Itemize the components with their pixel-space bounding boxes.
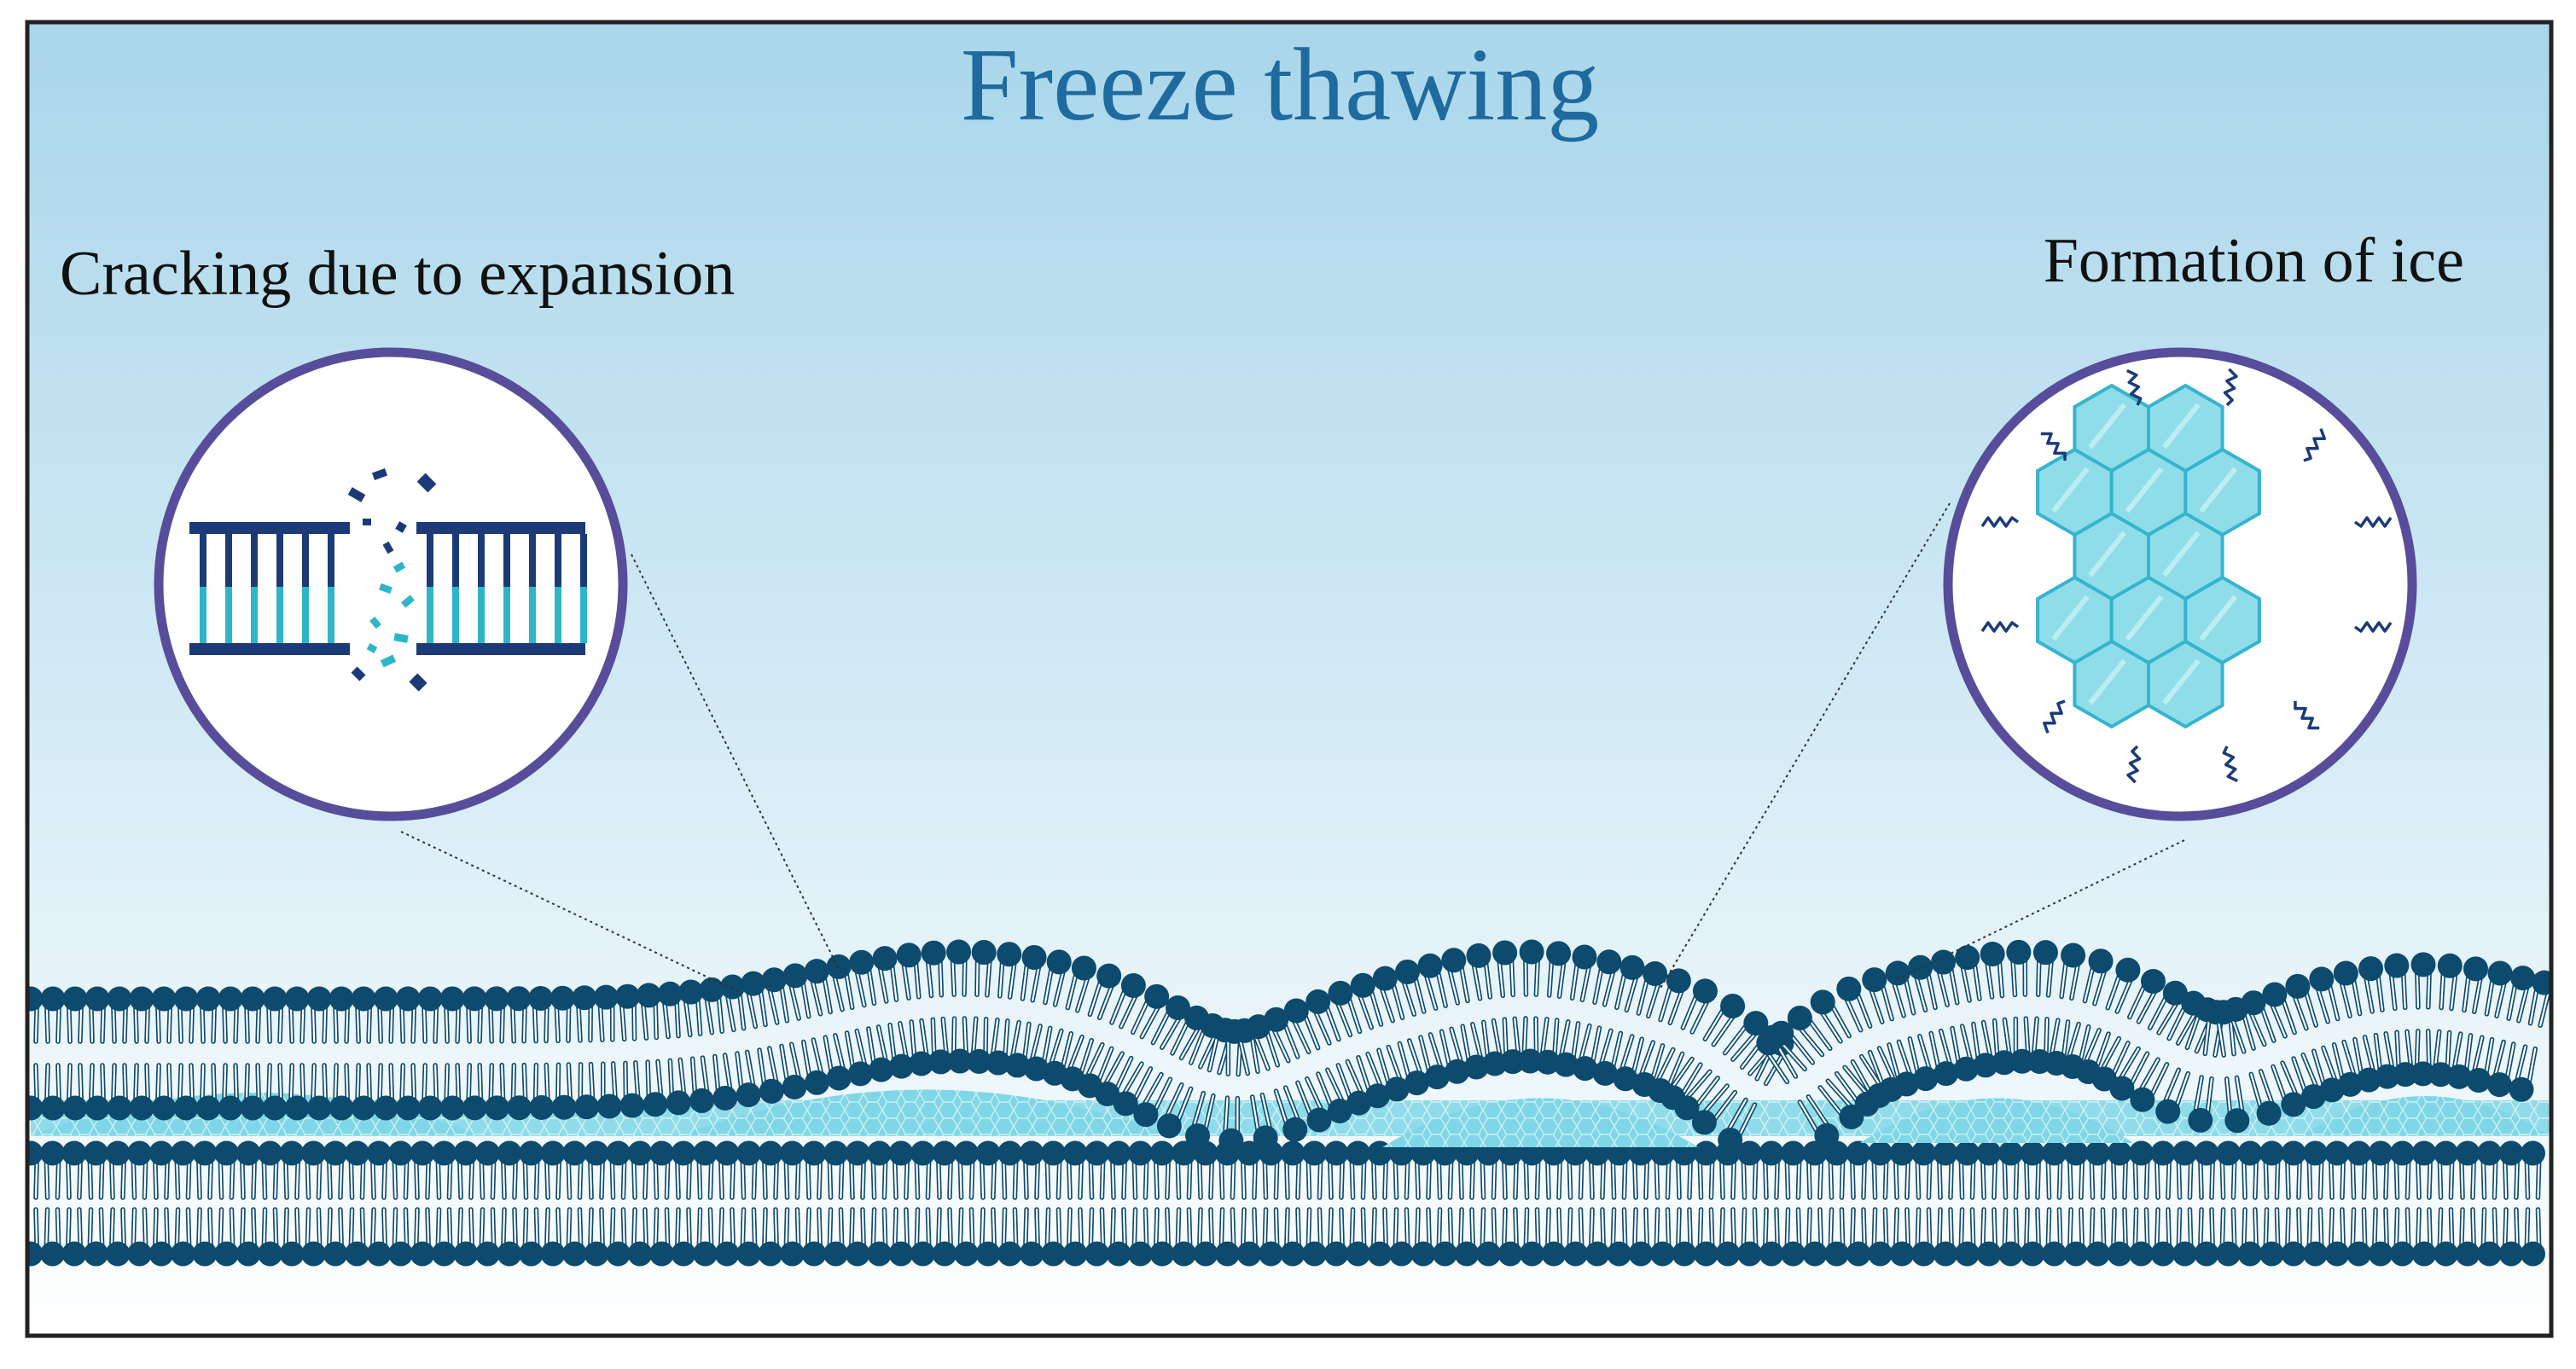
cracking-label: Cracking due to expansion xyxy=(60,239,735,309)
bilayer-rung-teal xyxy=(580,587,587,643)
bilayer-rung-dark xyxy=(555,534,561,587)
bilayer-rung-dark xyxy=(276,534,283,587)
bilayer-rung-teal xyxy=(452,587,459,643)
bilayer-bottom-bar xyxy=(416,643,585,655)
bilayer-rung-dark xyxy=(478,534,485,587)
bilayer-rung-teal xyxy=(302,587,309,643)
bilayer-top-bar xyxy=(416,522,585,534)
crack-fragment xyxy=(363,519,371,525)
bilayer-rung-dark xyxy=(503,534,510,587)
bilayer-rung-teal xyxy=(555,587,561,643)
bilayer-rung-dark xyxy=(328,534,334,587)
bilayer-rung-dark xyxy=(251,534,258,587)
bilayer-rung-teal xyxy=(276,587,283,643)
bilayer-rung-dark xyxy=(427,534,433,587)
bilayer-top-bar xyxy=(189,522,350,534)
bilayer-rung-dark xyxy=(200,534,206,587)
ice-formation-label: Formation of ice xyxy=(2044,226,2464,296)
bilayer-bottom-bar xyxy=(189,643,350,655)
bilayer-rung-dark xyxy=(580,534,587,587)
cracking-inset xyxy=(159,352,623,816)
bilayer-rung-teal xyxy=(251,587,258,643)
ice-inset xyxy=(1948,352,2412,816)
bilayer-rung-dark xyxy=(529,534,536,587)
bilayer-rung-dark xyxy=(302,534,309,587)
diagram-title: Freeze thawing xyxy=(961,27,1600,142)
bilayer-rung-dark xyxy=(452,534,459,587)
bilayer-rung-teal xyxy=(328,587,334,643)
bilayer-rung-teal xyxy=(529,587,536,643)
bilayer-rung-teal xyxy=(200,587,206,643)
bilayer-rung-teal xyxy=(478,587,485,643)
bilayer-rung-teal xyxy=(503,587,510,643)
bilayer-rung-dark xyxy=(225,534,232,587)
bilayer-rung-teal xyxy=(225,587,232,643)
bilayer-rung-teal xyxy=(427,587,433,643)
